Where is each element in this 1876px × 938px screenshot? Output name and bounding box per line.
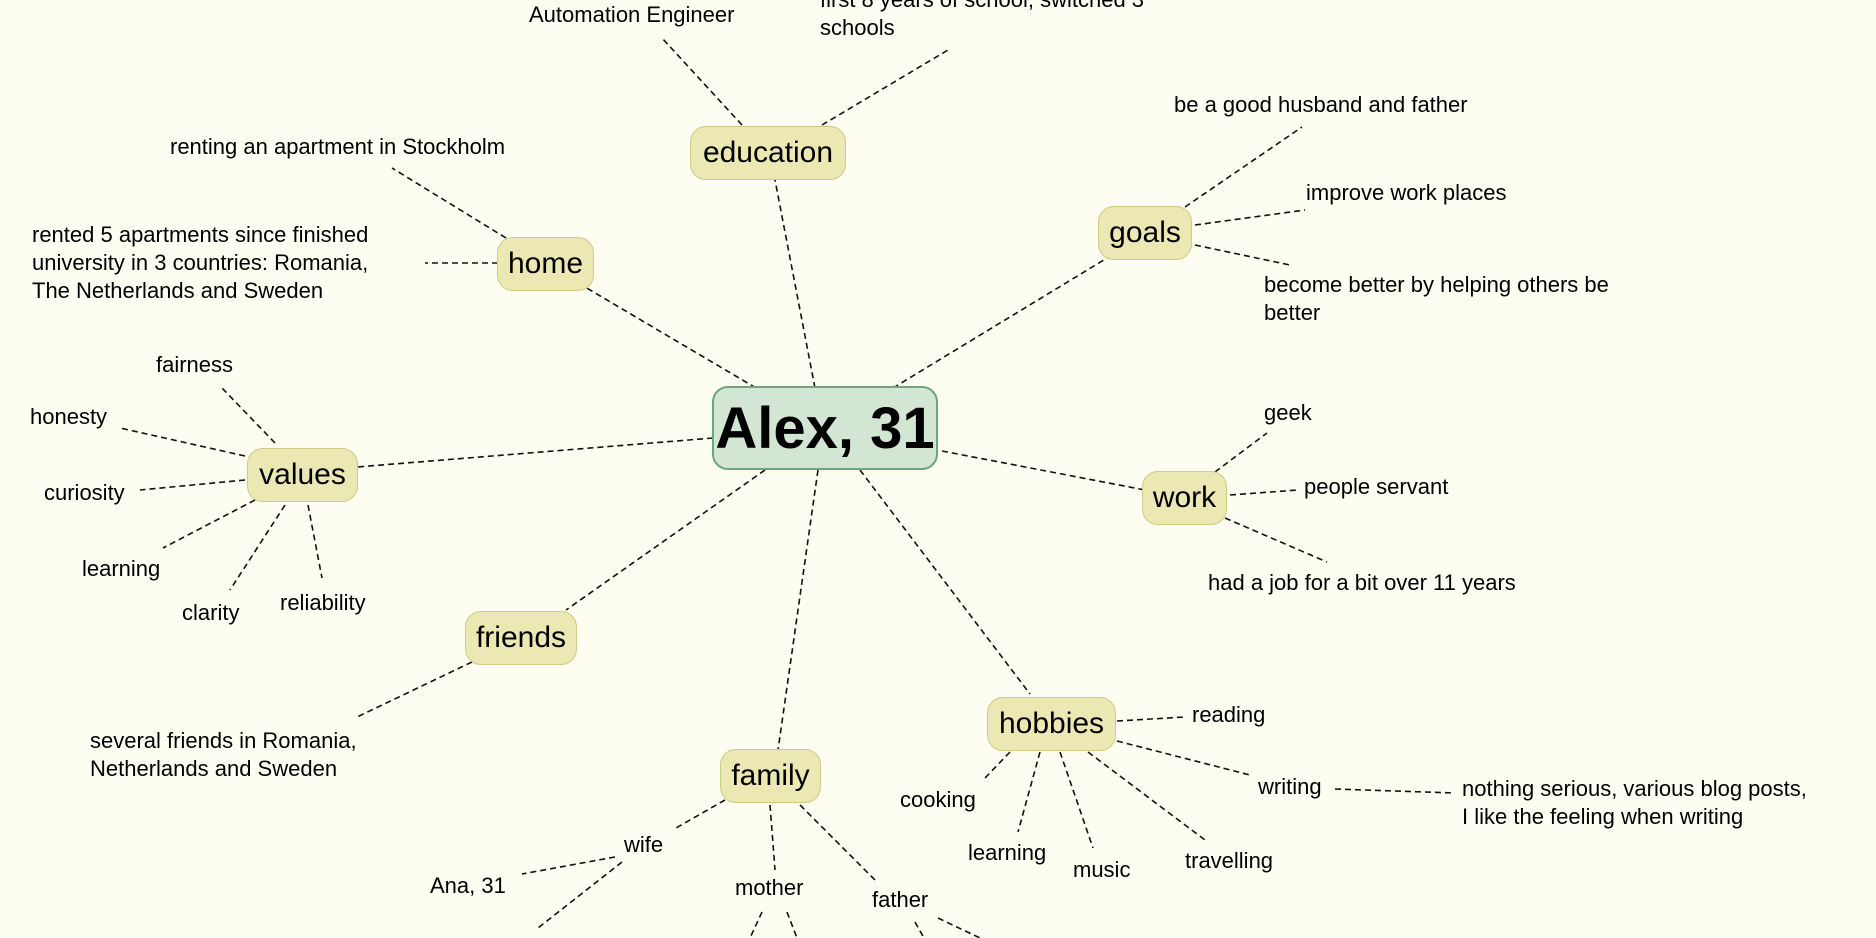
leaf-reading[interactable]: reading bbox=[1192, 702, 1266, 727]
link-wife-down bbox=[537, 861, 623, 929]
link-center-friends bbox=[565, 469, 766, 611]
leaf-cooking[interactable]: cooking bbox=[900, 787, 976, 812]
link-hobbies-writing bbox=[1116, 740, 1251, 776]
leaf-renting[interactable]: renting an apartment in Stockholm bbox=[170, 134, 506, 159]
link-center-hobbies bbox=[859, 469, 1031, 695]
link-home-renting bbox=[391, 167, 507, 239]
link-values-learning bbox=[162, 499, 256, 549]
leaf-music[interactable]: music bbox=[1073, 857, 1131, 882]
link-mother-left bbox=[749, 911, 763, 938]
leaf-writing[interactable]: writing bbox=[1258, 774, 1322, 799]
leaf-automation-engineer[interactable]: Automation Engineer bbox=[529, 2, 735, 27]
topic-hobbies[interactable]: hobbies bbox=[987, 697, 1116, 751]
link-father-down bbox=[914, 921, 925, 938]
leaf-ana[interactable]: Ana, 31 bbox=[430, 873, 506, 898]
link-family-wife bbox=[675, 799, 726, 829]
link-center-values bbox=[356, 437, 714, 468]
topic-friends[interactable]: friends bbox=[465, 611, 577, 665]
link-goals-husband bbox=[1184, 126, 1303, 208]
link-hobbies-cooking bbox=[984, 751, 1011, 779]
leaf-clarity[interactable]: clarity bbox=[182, 600, 240, 625]
leaf-father[interactable]: father bbox=[872, 887, 929, 912]
topic-goals[interactable]: goals bbox=[1098, 206, 1192, 260]
leaf-several-friends[interactable]: several friends in Romania, Netherlands … bbox=[90, 728, 357, 781]
link-hobbies-learning bbox=[1017, 751, 1041, 833]
link-writing-note bbox=[1334, 788, 1456, 794]
leaf-learning-values[interactable]: learning bbox=[82, 556, 161, 581]
leaf-rented[interactable]: rented 5 apartments since finished unive… bbox=[32, 222, 369, 303]
leaf-learning-hobbies[interactable]: learning bbox=[968, 840, 1047, 865]
link-hobbies-reading bbox=[1116, 716, 1186, 722]
link-wife-ana bbox=[521, 856, 616, 875]
leaf-good-husband[interactable]: be a good husband and father bbox=[1174, 92, 1468, 117]
leaf-travelling[interactable]: travelling bbox=[1185, 848, 1274, 873]
link-friends-several bbox=[354, 661, 473, 719]
link-center-home bbox=[584, 286, 757, 389]
link-family-father bbox=[799, 804, 878, 883]
link-values-honesty bbox=[119, 427, 246, 457]
link-hobbies-music bbox=[1059, 751, 1094, 849]
topic-home[interactable]: home bbox=[497, 237, 594, 291]
leaf-become-better[interactable]: become better by helping others be bette… bbox=[1264, 272, 1609, 325]
topic-work[interactable]: work bbox=[1142, 471, 1227, 525]
link-values-reliability bbox=[307, 504, 323, 579]
link-values-fairness bbox=[221, 387, 276, 444]
link-work-geek bbox=[1214, 432, 1268, 473]
leaf-honesty[interactable]: honesty bbox=[30, 404, 108, 429]
link-goals-improve bbox=[1194, 209, 1306, 226]
central-node[interactable]: Alex, 31 bbox=[712, 386, 938, 470]
leaf-reliability[interactable]: reliability bbox=[280, 590, 366, 615]
leaf-wife[interactable]: wife bbox=[624, 832, 664, 857]
link-education-school bbox=[821, 49, 949, 126]
link-family-mother bbox=[769, 804, 776, 871]
leaf-fairness[interactable]: fairness bbox=[156, 352, 234, 377]
link-values-curiosity bbox=[139, 479, 246, 491]
link-center-education bbox=[774, 179, 816, 389]
leaf-curiosity[interactable]: curiosity bbox=[44, 480, 125, 505]
link-hobbies-travelling bbox=[1087, 751, 1206, 841]
topic-family[interactable]: family bbox=[720, 749, 821, 803]
topic-education[interactable]: education bbox=[690, 126, 846, 180]
link-work-job bbox=[1224, 517, 1328, 563]
link-values-clarity bbox=[229, 504, 286, 591]
link-center-goals bbox=[892, 254, 1113, 389]
leaf-school[interactable]: first 8 years of school, switched 3 scho… bbox=[820, 0, 1144, 40]
leaf-geek[interactable]: geek bbox=[1264, 400, 1312, 425]
link-center-family bbox=[777, 469, 819, 751]
topic-values[interactable]: values bbox=[247, 448, 358, 502]
link-goals-better bbox=[1194, 244, 1291, 266]
link-mother-right bbox=[786, 911, 798, 938]
leaf-improve-work[interactable]: improve work places bbox=[1306, 180, 1507, 205]
leaf-had-job[interactable]: had a job for a bit over 11 years bbox=[1208, 570, 1516, 595]
link-center-work bbox=[941, 450, 1146, 491]
link-work-servant bbox=[1229, 489, 1299, 496]
link-father-right bbox=[937, 917, 981, 938]
leaf-mother[interactable]: mother bbox=[735, 875, 804, 900]
link-education-engineer bbox=[661, 37, 743, 126]
leaf-writing-note[interactable]: nothing serious, various blog posts, I l… bbox=[1462, 776, 1807, 829]
leaf-people-servant[interactable]: people servant bbox=[1304, 474, 1449, 499]
